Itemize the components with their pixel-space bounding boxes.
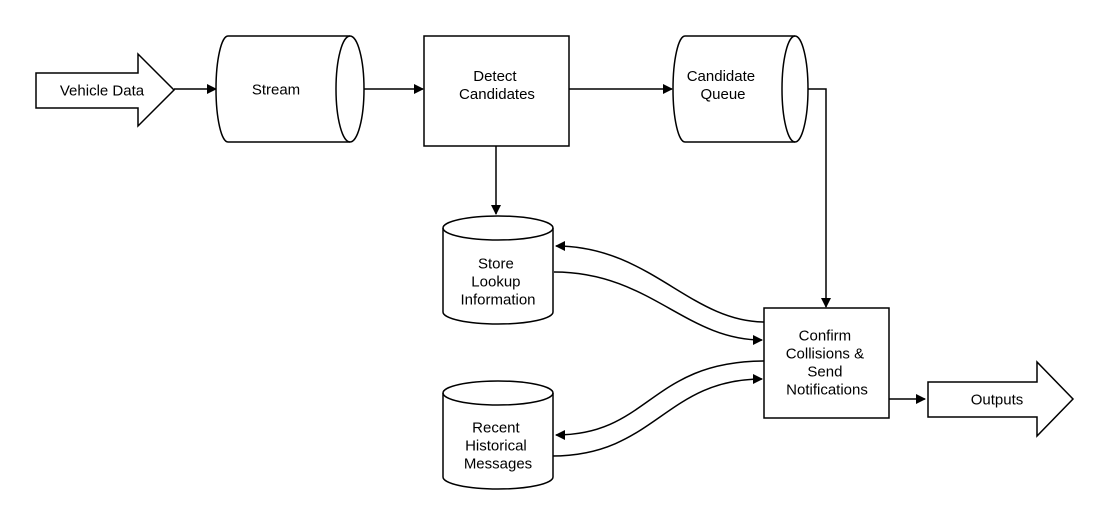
detect-candidates-shape [423,35,570,147]
node-label: Recent Historical Messages [464,419,532,472]
edge-recent-to-confirm [551,374,763,457]
node-recent-messages: Recent Historical Messages [442,380,554,490]
store-lookup-top-arc [442,227,554,241]
edge-queue-to-confirm [805,88,831,308]
node-label: Detect Candidates [459,68,535,103]
outputs-shape [927,360,1075,438]
candidate-queue-end-arc [781,35,796,143]
node-label: Candidate Queue [687,68,760,103]
node-stream: Stream [215,35,365,143]
node-candidate-queue: Candidate Queue [672,35,809,143]
edge-confirm-to-recent [555,360,766,440]
edges [174,84,926,457]
node-confirm-collisions: Confirm Collisions & Send Notifications [763,307,890,419]
vehicle-data-shape [35,52,176,128]
stream-end-arc [335,35,351,143]
edge-store-to-confirm [553,271,763,345]
recent-messages-shape [442,380,554,490]
node-store-lookup: Store Lookup Information [442,215,554,325]
node-vehicle-data: Vehicle Data [35,52,176,128]
node-label: Store Lookup Information [460,255,535,308]
store-lookup-shape [442,215,554,325]
node-detect-candidates: Detect Candidates [423,35,570,147]
node-label: Stream [252,81,300,98]
node-outputs: Outputs [927,360,1075,438]
node-label: Confirm Collisions & Send Notifications [786,327,869,398]
node-label: Outputs [971,391,1024,408]
confirm-collisions-shape [763,307,890,419]
node-label: Vehicle Data [60,82,145,99]
edge-confirm-to-store [555,241,766,323]
recent-messages-top-arc [442,392,554,406]
